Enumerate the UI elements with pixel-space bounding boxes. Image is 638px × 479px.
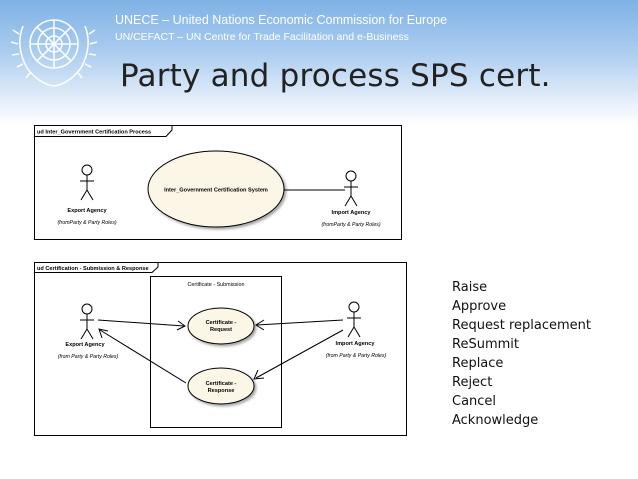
use-case-label-response-line2: Response [208, 388, 235, 394]
header-band [0, 0, 638, 125]
use-case-certificate-response: Certificate - Response [187, 367, 255, 405]
list-item: Approve [452, 299, 507, 314]
list-item: Raise [452, 280, 488, 295]
list-item: Request replacement [452, 318, 591, 333]
actor-name: Import Agency [336, 341, 376, 347]
actor-export-agency-1: Export Agency (fromParty & Party Roles) [57, 164, 117, 226]
use-case-label-ig: Inter_Government Certification System [164, 188, 268, 194]
frame-label-1: ud Inter_Government Certification Proces… [37, 130, 151, 136]
stick-figure-icon [80, 164, 94, 201]
frame-label-2: ud Certification - Submission & Response [37, 266, 149, 272]
actor-name: Import Agency [332, 210, 372, 216]
message-actions-list: Raise Approve Request replacement ReSumm… [452, 278, 591, 430]
list-item: Acknowledge [452, 413, 539, 428]
list-item: Replace [452, 356, 504, 371]
use-case-label-request-line1: Certificate - [206, 320, 237, 326]
list-item: Cancel [452, 394, 497, 409]
flow-arrows [97, 319, 344, 384]
stick-figure-icon [344, 170, 358, 207]
stick-figure-icon [80, 303, 94, 340]
actor-origin: (from Party & Party Roles) [326, 353, 387, 359]
actor-name: Export Agency [65, 342, 105, 348]
use-case-label-request-line2: Request [210, 327, 232, 333]
use-case-label-response-line1: Certificate - [206, 381, 237, 387]
actor-import-agency-1: Import Agency (fromParty & Party Roles) [321, 170, 381, 228]
boundary-label: Certificate - Submission [188, 282, 245, 288]
actor-origin: (fromParty & Party Roles) [57, 220, 116, 226]
list-item: ReSummit [452, 337, 519, 352]
stick-figure-icon [347, 301, 361, 338]
system-boundary-certificate-submission: Certificate - Submission [150, 276, 282, 428]
use-case-certificate-request: Certificate - Request [187, 307, 255, 345]
actor-origin: (from Party & Party Roles) [58, 354, 119, 360]
org-line-unece: UNECE – United Nations Economic Commissi… [115, 13, 448, 27]
actor-name: Export Agency [67, 208, 107, 214]
list-item: Reject [452, 375, 493, 390]
actor-import-agency-2: Import Agency (from Party & Party Roles) [326, 301, 387, 359]
un-emblem-icon [10, 19, 98, 87]
actor-origin: (fromParty & Party Roles) [321, 222, 380, 228]
org-line-uncefact: UN/CEFACT – UN Centre for Trade Facilita… [115, 31, 409, 43]
actor-export-agency-2: Export Agency (from Party & Party Roles) [58, 303, 119, 360]
slide-title: Party and process SPS cert. [120, 58, 551, 94]
use-case-ig-certification-system: Inter_Government Certification System [147, 150, 285, 228]
